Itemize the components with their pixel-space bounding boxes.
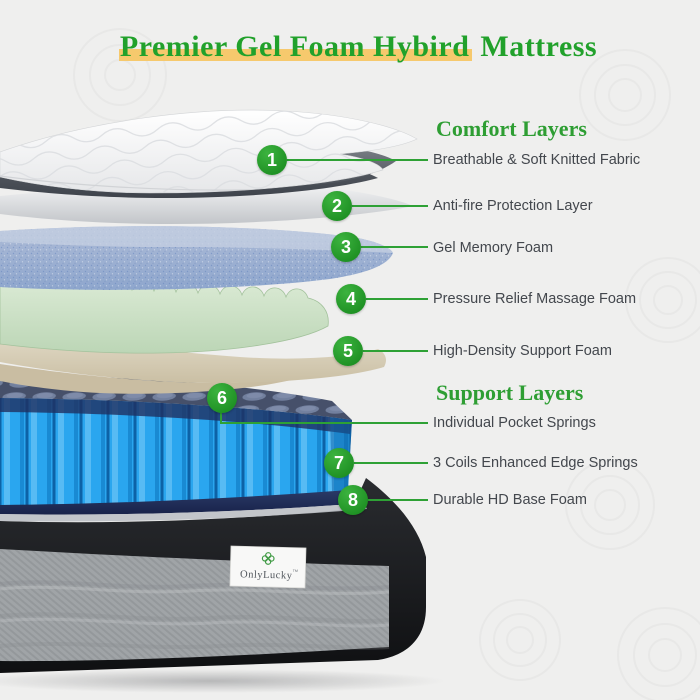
brand-trademark: ™ — [292, 569, 298, 576]
gel-memory-foam-layer — [0, 226, 393, 290]
callout-number-5: 5 — [333, 336, 363, 366]
section-heading-support: Support Layers — [436, 380, 584, 405]
callout-number-8: 8 — [338, 485, 368, 515]
page-title: Premier Gel Foam Hybird Mattress — [8, 30, 700, 64]
callout-line-7 — [354, 462, 428, 464]
callout-line-4 — [366, 298, 428, 300]
callout-label-4: Pressure Relief Massage Foam — [433, 291, 637, 307]
callout-line-2 — [352, 205, 428, 207]
knitted-fabric-layer — [0, 109, 418, 194]
title-rest-text: Mattress — [472, 30, 598, 63]
callout-label-3: Gel Memory Foam — [433, 240, 554, 256]
title-highlighted-text: Premier Gel Foam Hybird — [118, 30, 473, 63]
callout-number-4: 4 — [336, 284, 366, 314]
section-heading-comfort: Comfort Layers — [436, 116, 587, 141]
base-foam-layer: OnlyLucky ™ — [0, 478, 426, 673]
callout-label-1: Breathable & Soft Knitted Fabric — [433, 152, 641, 168]
brand-name: OnlyLucky — [240, 569, 293, 581]
callout-number-6: 6 — [207, 383, 237, 413]
callout-label-8: Durable HD Base Foam — [433, 492, 587, 508]
callout-label-5: High-Density Support Foam — [433, 343, 612, 359]
callout-line-5 — [363, 350, 428, 352]
callout-line-1 — [287, 159, 428, 161]
callout-number-2: 2 — [322, 191, 352, 221]
pocket-springs-layer — [0, 375, 352, 505]
callout-line-8 — [368, 499, 428, 501]
callout-line-6 — [220, 422, 428, 424]
ground-shadow — [0, 669, 445, 693]
callout-line-6-vertical — [220, 412, 222, 423]
callout-number-7: 7 — [324, 448, 354, 478]
callout-label-6: Individual Pocket Springs — [433, 415, 596, 431]
callout-line-3 — [361, 246, 428, 248]
clover-icon — [261, 552, 275, 565]
callout-number-3: 3 — [331, 232, 361, 262]
brand-label: OnlyLucky ™ — [229, 545, 307, 589]
callout-label-7: 3 Coils Enhanced Edge Springs — [433, 455, 638, 471]
callout-number-1: 1 — [257, 145, 287, 175]
callout-label-2: Anti-fire Protection Layer — [433, 198, 593, 214]
